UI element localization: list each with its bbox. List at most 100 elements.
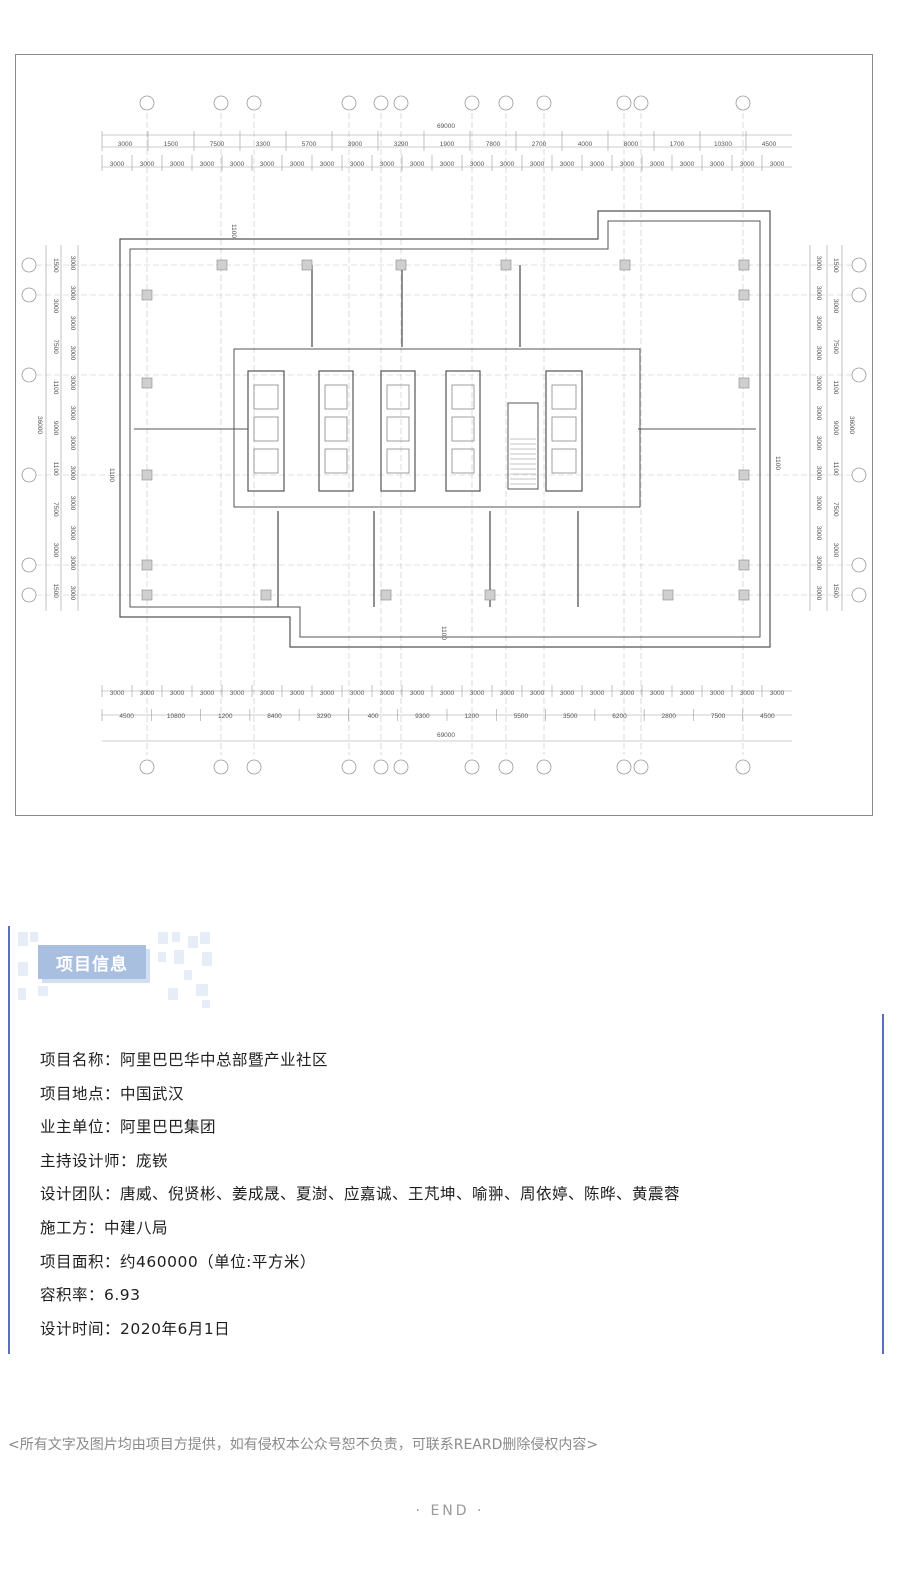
- structural-column: [738, 377, 750, 389]
- dimension-label: 9000: [52, 421, 59, 436]
- dimension-label: 3000: [815, 496, 822, 511]
- dimension-label: 3000: [52, 299, 59, 314]
- decor-square: [168, 988, 178, 1000]
- elevator-car: [551, 384, 577, 410]
- stair-core: [507, 402, 539, 490]
- dimension-label: 7500: [210, 141, 225, 148]
- dimension-label: 10300: [714, 141, 732, 148]
- axis-bubble: [616, 759, 632, 775]
- decor-square: [18, 962, 28, 976]
- structural-column: [141, 589, 153, 601]
- section-badge: 项目信息: [38, 945, 146, 979]
- dimension-label: 1900: [440, 141, 455, 148]
- dimension-label: 3000: [69, 496, 76, 511]
- decor-square: [158, 932, 168, 944]
- dimension-label: 3000: [380, 161, 395, 168]
- axis-bubble: [246, 95, 262, 111]
- axis-bubble: [536, 95, 552, 111]
- dimension-label: 3000: [260, 161, 275, 168]
- axis-bubble: [139, 95, 155, 111]
- decor-square: [38, 986, 48, 996]
- dimension-label: 3000: [69, 556, 76, 571]
- dimension-label: 3000: [260, 690, 275, 697]
- info-label: 设计团队：: [40, 1185, 121, 1204]
- structural-column: [500, 259, 512, 271]
- axis-bubble: [851, 587, 867, 603]
- structural-column: [738, 559, 750, 571]
- dimension-label: 3000: [560, 690, 575, 697]
- axis-bubble: [393, 759, 409, 775]
- decor-square: [188, 936, 198, 948]
- elevator-car: [324, 384, 348, 410]
- axis-bubble: [851, 287, 867, 303]
- accent-bar-right: [882, 1014, 884, 1354]
- dimension-label: 1100: [52, 462, 59, 476]
- axis-bubble: [633, 759, 649, 775]
- info-row-area: 项目面积：约460000（单位:平方米）: [40, 1246, 680, 1280]
- dimension-label: 8000: [624, 141, 639, 148]
- structural-column: [301, 259, 313, 271]
- dimension-label: 3000: [69, 316, 76, 331]
- elevator-car: [551, 448, 577, 474]
- dimension-label: 1500: [52, 583, 59, 598]
- accent-bar-left: [8, 926, 10, 1354]
- axis-bubble: [373, 759, 389, 775]
- dimension-label: 400: [368, 713, 379, 720]
- dimension-label: 3000: [470, 690, 485, 697]
- dimension-total: 69000: [437, 732, 455, 739]
- dimension-label: 3000: [410, 161, 425, 168]
- axis-bubble: [498, 95, 514, 111]
- structural-column: [484, 589, 496, 601]
- dimension-label: 1100: [440, 626, 447, 640]
- dimension-label: 5500: [514, 713, 529, 720]
- axis-bubble: [213, 759, 229, 775]
- dimension-label: 3000: [230, 690, 245, 697]
- dimension-label: 1100: [832, 380, 839, 394]
- dimension-label: 7500: [52, 339, 59, 354]
- axis-bubble: [464, 95, 480, 111]
- dimension-label: 3000: [290, 161, 305, 168]
- dimension-label: 3000: [815, 316, 822, 331]
- axis-bubble: [735, 759, 751, 775]
- dimension-label: 3500: [563, 713, 578, 720]
- dimension-label: 3000: [815, 526, 822, 541]
- dimension-label: 3000: [770, 690, 785, 697]
- dimension-label: 4500: [762, 141, 777, 148]
- elevator-shaft: [545, 370, 583, 492]
- info-label: 项目名称：: [40, 1051, 121, 1069]
- axis-bubble: [341, 95, 357, 111]
- dimension-label: 3000: [52, 543, 59, 558]
- info-label: 项目地点：: [40, 1084, 121, 1103]
- dimension-label: 10800: [167, 713, 185, 720]
- dimension-total: 69000: [437, 123, 455, 130]
- elevator-shaft: [445, 370, 481, 492]
- dimension-label: 4000: [578, 141, 593, 148]
- structural-column: [395, 259, 407, 271]
- info-value: 阿里巴巴集团: [120, 1118, 217, 1137]
- elevator-car: [386, 416, 410, 442]
- dimension-label: 3000: [200, 161, 215, 168]
- dimension-label: 3000: [118, 141, 133, 148]
- axis-bubble: [851, 467, 867, 483]
- dimension-label: 3900: [348, 141, 363, 148]
- dimension-label: 3000: [740, 690, 755, 697]
- info-value: 6.93: [104, 1286, 141, 1305]
- dimension-label: 9000: [832, 421, 839, 436]
- elevator-car: [551, 416, 577, 442]
- dimension-label: 1500: [832, 258, 839, 273]
- elevator-car: [451, 384, 475, 410]
- elevator-car: [253, 448, 279, 474]
- axis-bubble: [735, 95, 751, 111]
- dimension-label: 3000: [815, 466, 822, 481]
- axis-bubble: [21, 557, 37, 573]
- structural-column: [619, 259, 631, 271]
- project-info-list: 项目名称：阿里巴巴华中总部暨产业社区 项目地点：中国武汉 业主单位：阿里巴巴集团…: [40, 1044, 680, 1346]
- dimension-label: 3000: [815, 556, 822, 571]
- axis-bubble: [616, 95, 632, 111]
- dimension-label: 3000: [320, 690, 335, 697]
- axis-bubble: [464, 759, 480, 775]
- elevator-car: [324, 416, 348, 442]
- dimension-label: 3000: [832, 299, 839, 314]
